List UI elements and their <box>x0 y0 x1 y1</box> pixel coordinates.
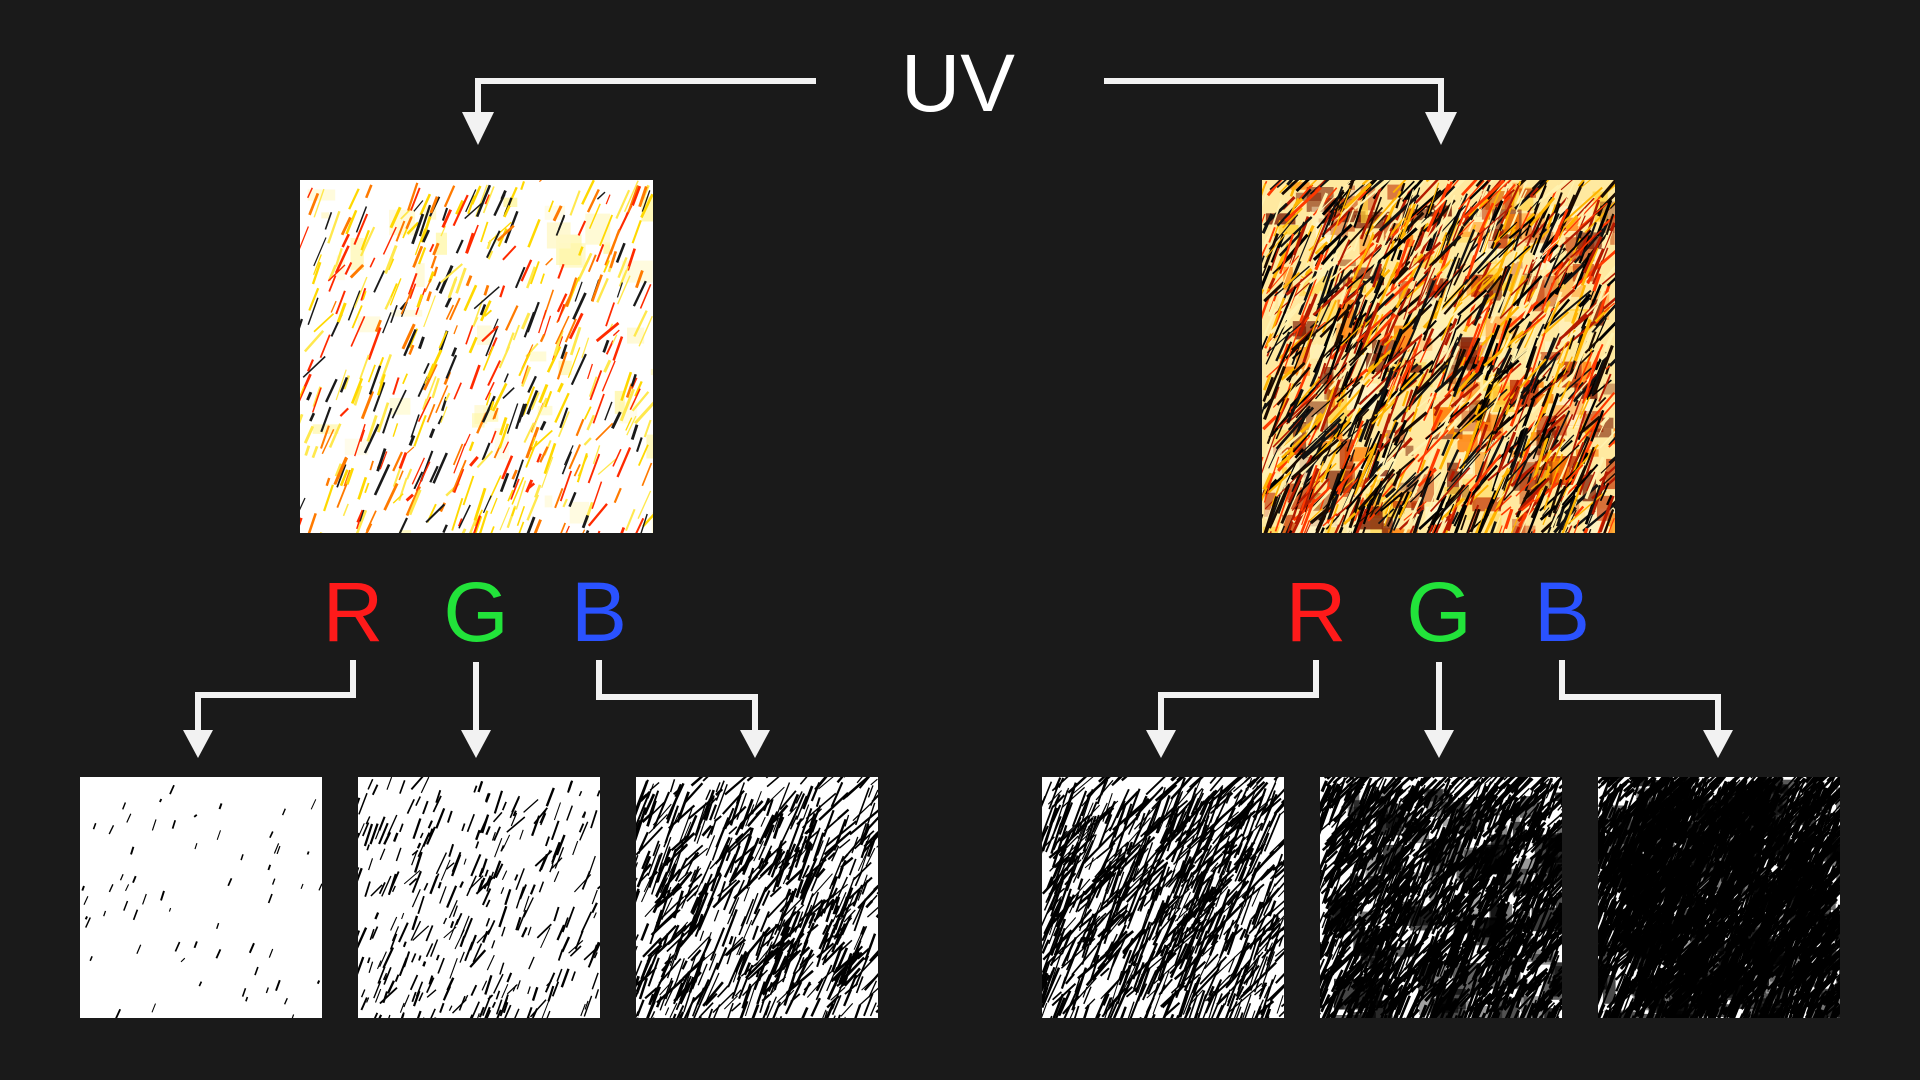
arrowhead-left-g <box>461 730 491 758</box>
arrowhead-top-right <box>1425 112 1457 145</box>
right-green-channel-texture <box>1320 777 1562 1018</box>
arrowhead-left-b <box>740 730 770 758</box>
arrowhead-top-left <box>462 112 494 145</box>
right-blue-channel-texture <box>1598 777 1840 1018</box>
right-channel-b-label: B <box>1533 565 1591 659</box>
right-b-arrow <box>1559 660 1721 735</box>
uv-to-left-arrow <box>475 78 816 115</box>
arrowhead-left-r <box>183 730 213 758</box>
left-b-arrow <box>596 660 758 735</box>
right-channel-g-label: G <box>1406 565 1472 659</box>
uv-texture-left <box>300 180 653 533</box>
left-r-arrow <box>195 660 356 735</box>
right-channel-r-label: R <box>1285 565 1347 659</box>
left-channel-g-label: G <box>443 565 509 659</box>
left-green-channel-texture <box>358 777 600 1018</box>
arrowhead-right-r <box>1146 730 1176 758</box>
uv-texture-right <box>1262 180 1615 533</box>
left-channel-b-label: B <box>570 565 628 659</box>
left-channel-r-label: R <box>322 565 384 659</box>
arrowhead-right-b <box>1703 730 1733 758</box>
arrowhead-right-g <box>1424 730 1454 758</box>
right-r-arrow <box>1158 660 1319 735</box>
uv-to-right-arrow <box>1104 78 1444 115</box>
diagram-title: UV <box>901 38 1015 129</box>
left-blue-channel-texture <box>636 777 878 1018</box>
left-red-channel-texture <box>80 777 322 1018</box>
right-red-channel-texture <box>1042 777 1284 1018</box>
